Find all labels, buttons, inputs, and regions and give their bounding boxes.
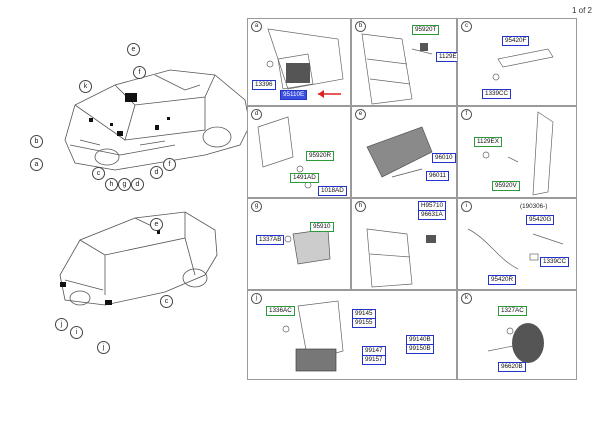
part-label-1327ac[interactable]: 1327AC <box>498 306 527 316</box>
part-label-95920t[interactable]: 95920T <box>412 25 440 35</box>
overview-callout-h: h <box>105 178 118 191</box>
panel-letter-j: j <box>251 293 262 304</box>
module-bracket-icon <box>266 28 344 98</box>
radiator-frame-icon <box>366 228 436 288</box>
panel-h[interactable]: h H95710 96631A <box>351 198 457 290</box>
airbag-control-unit-icon <box>284 228 331 265</box>
horn-speaker-icon <box>487 323 544 363</box>
panel-e[interactable]: e 96010 96011 <box>351 106 457 198</box>
overview-callout-d2: d <box>131 178 144 191</box>
panel-letter-h: h <box>355 201 366 212</box>
overview-callout-d: d <box>150 166 163 179</box>
panel-i[interactable]: i (190306-) 95420G 1339CC 95420R <box>457 198 577 290</box>
date-note: (190306-) <box>520 203 548 210</box>
part-label-1339cc-i[interactable]: 1339CC <box>540 257 570 267</box>
parts-panel-grid: a 13396 95110E b 95920T 1129ED <box>247 18 577 380</box>
part-label-95420f[interactable]: 95420F <box>502 36 530 46</box>
part-label-1339cc[interactable]: 1339CC <box>482 89 512 99</box>
overview-callout-j-left: j <box>55 318 68 331</box>
part-label-1491ad[interactable]: 1491AD <box>290 173 319 183</box>
panel-j[interactable]: j 1336AC 99145 99155 99140B 99150B 99147… <box>247 290 457 380</box>
panel-letter-g: g <box>251 201 262 212</box>
part-label-95420g[interactable]: 95420G <box>526 215 555 225</box>
overview-callout-f2: f <box>133 66 146 79</box>
part-label-1336ac[interactable]: 1336AC <box>266 306 295 316</box>
part-label-95910[interactable]: 95910 <box>310 222 334 232</box>
part-label-96010[interactable]: 96010 <box>432 153 456 163</box>
part-label-95920r[interactable]: 95920R <box>306 151 335 161</box>
panel-letter-i: i <box>461 201 472 212</box>
overview-callout-j-right: j <box>97 341 110 354</box>
panel-k[interactable]: k 1327AC 96620B <box>457 290 577 380</box>
panel-letter-a: a <box>251 21 262 32</box>
part-label-99150b[interactable]: 99150B <box>406 344 434 354</box>
panel-b[interactable]: b 95920T 1129ED <box>351 18 465 106</box>
part-label-1018ad[interactable]: 1018AD <box>318 186 347 196</box>
panel-letter-k: k <box>461 293 472 304</box>
panel-c[interactable]: c 95420F 1339CC <box>457 18 577 106</box>
car-rear-view-illustration <box>59 211 218 306</box>
overview-callout-g: g <box>118 178 131 191</box>
part-label-95920v[interactable]: 95920V <box>492 181 520 191</box>
panel-letter-e: e <box>355 109 366 120</box>
panel-g[interactable]: g 1337AB 95910 <box>247 198 351 290</box>
overview-callout-b: b <box>30 135 43 148</box>
part-label-99157[interactable]: 99157 <box>362 355 386 365</box>
overview-callout-i: i <box>70 326 83 339</box>
part-label-96631a[interactable]: 96631A <box>418 210 446 220</box>
page-number: 1 of 2 <box>571 6 592 15</box>
overview-callout-c-rear: c <box>160 295 173 308</box>
part-label-1337ab[interactable]: 1337AB <box>256 235 285 245</box>
part-label-96620b[interactable]: 96620B <box>498 362 526 372</box>
overview-callout-f: f <box>163 158 176 171</box>
overview-callout-a: a <box>30 158 43 171</box>
panel-f[interactable]: f 1129EX 95920V <box>457 106 577 198</box>
radiator-support-icon <box>361 33 433 105</box>
part-label-1129ex[interactable]: 1129EX <box>474 137 502 147</box>
overview-callout-c: c <box>92 167 105 180</box>
overview-callout-k: k <box>79 80 92 93</box>
overview-callout-e-rear: e <box>150 218 163 231</box>
part-label-95420r[interactable]: 95420R <box>488 275 517 285</box>
panel-letter-f: f <box>461 109 472 120</box>
pillar-sensor-icon <box>482 111 554 196</box>
rear-sensor-harness-icon <box>467 228 564 270</box>
panel-d[interactable]: d 95920R 1491AD 1018AD <box>247 106 351 198</box>
part-label-99155[interactable]: 99155 <box>352 318 376 328</box>
car-front-view-illustration <box>64 69 251 171</box>
panel-letter-d: d <box>251 109 262 120</box>
sensor-bar-icon <box>492 48 554 81</box>
camera-module-icon <box>282 300 344 372</box>
part-label-96011[interactable]: 96011 <box>426 171 450 181</box>
roof-cover-icon <box>366 126 433 178</box>
panel-letter-b: b <box>355 21 366 32</box>
panel-a[interactable]: a 13396 95110E <box>247 18 351 106</box>
part-label-95110e[interactable]: 95110E <box>280 90 308 100</box>
part-label-13396[interactable]: 13396 <box>252 80 276 90</box>
panel-letter-c: c <box>461 21 472 32</box>
overview-callout-e: e <box>127 43 140 56</box>
